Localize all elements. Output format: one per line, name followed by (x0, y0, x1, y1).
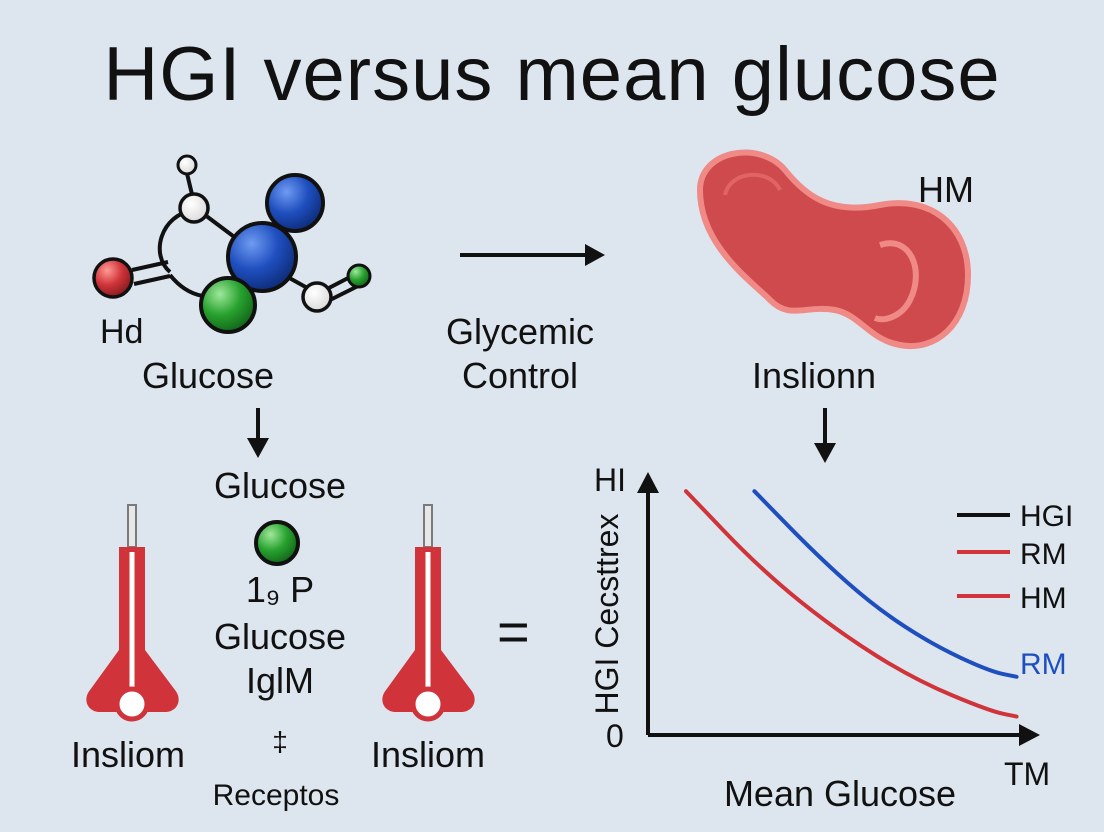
glucose-molecule-icon (92, 154, 372, 334)
down-arrow-right-icon (814, 408, 836, 463)
down-arrow-left-icon (247, 408, 269, 458)
receptor-right-label: Insliom (370, 734, 486, 775)
control-label: Control (461, 355, 579, 396)
double-dagger-symbol: ‡ (272, 726, 288, 757)
glucose-top-label: Glucose (213, 465, 347, 506)
receptor-right-icon (382, 504, 475, 722)
chart-legend (957, 513, 1010, 598)
chart-series-line-1 (752, 489, 1019, 679)
equals-symbol: = (497, 600, 530, 663)
chart-series-group (684, 489, 1019, 719)
chart-x-axis-label: Mean Glucose (723, 773, 957, 814)
molecule-small-label: Hd (100, 313, 144, 351)
legend-label-rm: RM (1020, 538, 1067, 571)
receptor-left-label: Insliom (70, 734, 186, 775)
molecule-label: Glucose (141, 355, 275, 396)
legend-label-hgi: HGI (1020, 500, 1074, 533)
organ-corner-label: HM (918, 169, 974, 210)
page-title: HGI versus mean glucose (103, 32, 1001, 117)
chart-y-zero-label: 0 (606, 718, 624, 754)
glucose-mid-label: Glucose (213, 616, 347, 657)
iglm-label: IglM (245, 660, 314, 701)
organ-label: Inslionn (751, 355, 877, 396)
chart-y-axis-label: HGI Cecsttrex (589, 513, 625, 715)
receptor-left-icon (86, 504, 179, 722)
organ-icon (696, 149, 972, 350)
right-arrow-icon (460, 244, 605, 266)
series-label-rm: RM (1020, 648, 1067, 681)
receptor-label: Receptos (212, 779, 340, 812)
chart-series-line-0 (684, 489, 1019, 719)
ratio-label: 1₉ P (245, 569, 315, 610)
chart-x-end-label: TM (1004, 756, 1051, 792)
glycemic-label: Glycemic (445, 311, 594, 352)
glucose-ball-icon (254, 520, 300, 566)
chart-y-top-label: HI (594, 462, 626, 498)
chart-axes (637, 472, 1040, 746)
legend-label-hm: HM (1020, 582, 1067, 615)
